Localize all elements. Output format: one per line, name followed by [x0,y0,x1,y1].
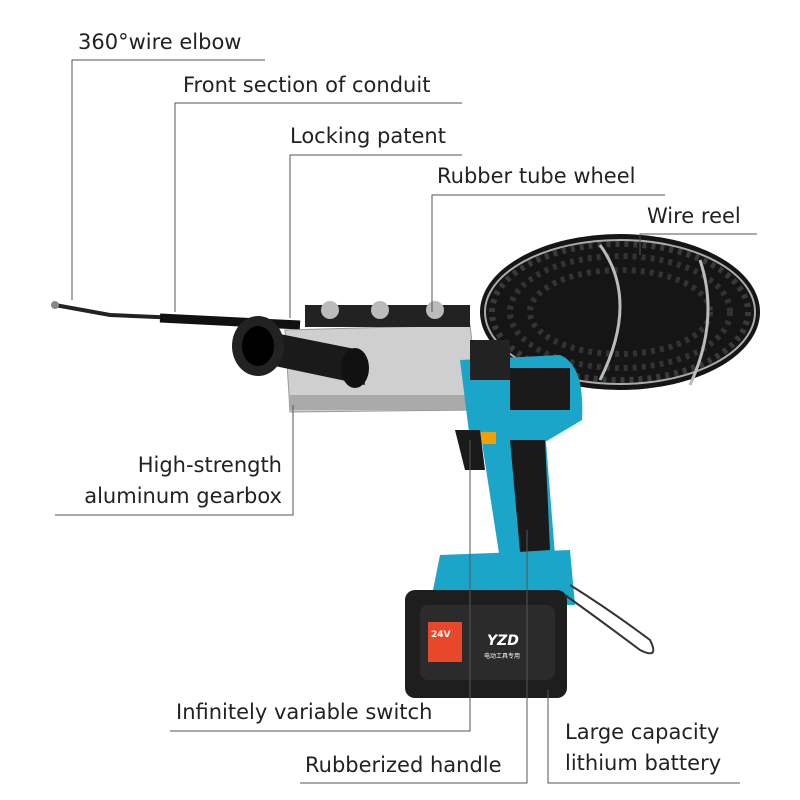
label-battery-line1: Large capacity [565,720,720,744]
label-wire-elbow: 360°wire elbow [78,30,242,54]
conduit [159,313,301,330]
wire-reel [480,234,760,390]
battery: 24V YZD 电动工具专用 [405,584,655,698]
svg-text:YZD: YZD [487,633,519,649]
label-gearbox-line1: High-strength [137,453,282,477]
wrist-strap [564,584,655,655]
tool-body [430,340,583,605]
svg-text:电动工具专用: 电动工具专用 [484,652,520,660]
label-wire-reel: Wire reel [647,204,741,228]
label-gearbox-line2: aluminum gearbox [84,484,282,508]
gearbox [284,301,481,413]
side-handle [232,316,369,388]
label-handle: Rubberized handle [305,753,502,777]
label-locking-patent: Locking patent [290,124,446,148]
battery-badge [428,622,462,662]
wire-elbow-tip [51,301,59,309]
label-switch: Infinitely variable switch [176,700,433,724]
leader-lines [55,59,757,784]
label-battery-line2: lithium battery [565,751,722,775]
label-conduit-front: Front section of conduit [183,73,431,97]
svg-text:24V: 24V [431,630,451,640]
label-rubber-wheel: Rubber tube wheel [437,164,636,188]
